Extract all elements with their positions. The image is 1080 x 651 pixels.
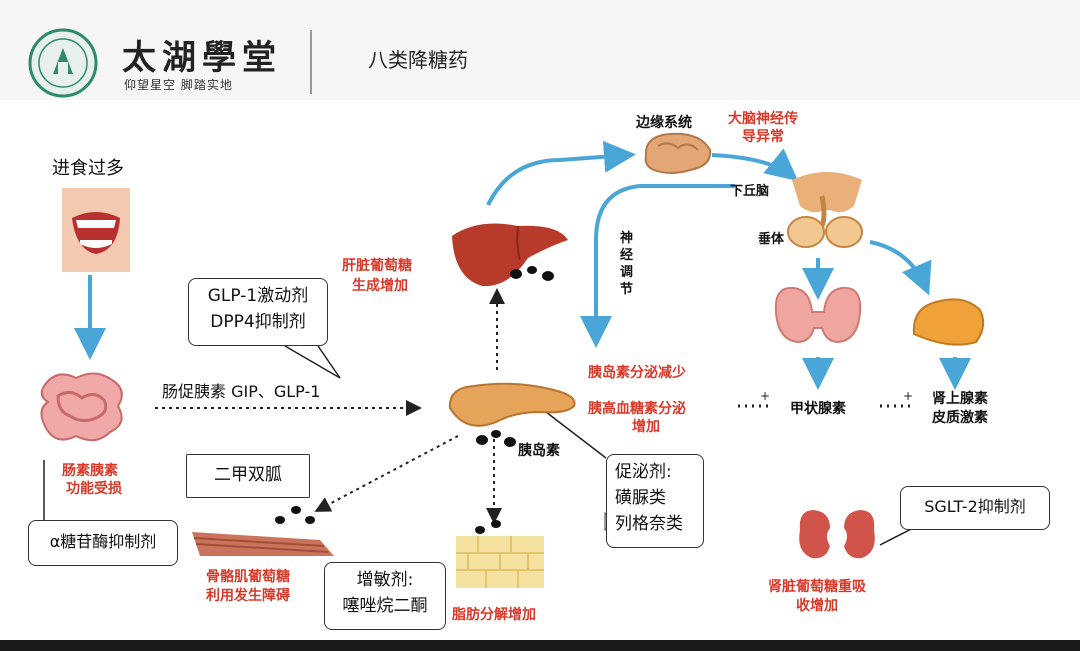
label-fat: 脂肪分解增加 xyxy=(452,607,536,623)
label-nerve-regulation: 神 经 调 节 xyxy=(620,231,634,297)
svg-text:+: + xyxy=(903,389,913,403)
label-intestine-dysfunction: 肠素胰素 功能受损 xyxy=(62,463,122,497)
label-brain-signal: 大脑神经传 导异常 xyxy=(728,111,798,145)
label-intestine-hormone: 肠促胰素 GIP、GLP-1 xyxy=(162,382,321,401)
svg-text:+: + xyxy=(760,389,770,403)
label-overeating: 进食过多 xyxy=(52,158,124,179)
pancreas-icon xyxy=(448,382,576,427)
label-glucagon-up: 胰高血糖素分泌 增加 xyxy=(588,401,686,435)
drug-box-sensitizer: 增敏剂: 噻唑烷二酮 xyxy=(324,562,446,630)
thyroid-icon xyxy=(774,286,862,344)
label-muscle: 骨骼肌葡萄糖 利用发生障碍 xyxy=(206,569,290,604)
label-thyroid-hormone: 甲状腺素 xyxy=(790,401,846,417)
label-insulin-down: 胰岛素分泌减少 xyxy=(588,365,686,381)
label-liver: 肝脏葡萄糖 生成增加 xyxy=(342,258,412,294)
glucose-dots-liver xyxy=(510,266,554,281)
glucose-dots-pancreas xyxy=(476,430,516,447)
video-bottom-bar xyxy=(0,640,1080,651)
fat-icon xyxy=(456,536,544,588)
slide-header: 太湖學堂 仰望星空 脚踏实地 八类降糖药 xyxy=(0,0,1080,100)
school-logo-icon xyxy=(28,28,98,98)
adrenal-icon xyxy=(912,298,985,346)
brain-icon xyxy=(644,132,712,174)
label-kidney: 肾脏葡萄糖重吸 收增加 xyxy=(768,579,866,614)
mouth-icon xyxy=(62,188,130,272)
label-insulin: 胰岛素 xyxy=(518,443,560,459)
kidney-icon xyxy=(799,510,875,559)
pituitary-icon xyxy=(787,172,863,248)
intestine-icon xyxy=(40,372,123,442)
drug-box-secretagogue: 促泌剂: 磺脲类 列格奈类 xyxy=(606,454,704,548)
drug-box-glp1: GLP-1激动剂 DPP4抑制剂 xyxy=(188,278,328,346)
label-adrenal-hormone: 肾上腺素 皮质激素 xyxy=(932,391,988,426)
brand-name: 太湖學堂 xyxy=(122,38,282,78)
slide-title: 八类降糖药 xyxy=(368,48,468,72)
drug-box-alpha-glucosidase: α糖苷酶抑制剂 xyxy=(28,520,178,566)
label-limbic: 边缘系统 xyxy=(636,115,692,131)
drug-box-sglt2: SGLT-2抑制剂 xyxy=(900,486,1050,530)
label-pituitary: 垂体 xyxy=(758,232,785,247)
drug-box-metformin: 二甲双胍 xyxy=(186,454,310,498)
brand-slogan: 仰望星空 脚踏实地 xyxy=(124,78,233,92)
liver-icon xyxy=(452,223,568,287)
glucose-dots-muscle xyxy=(275,506,315,524)
glucose-dots-fat xyxy=(475,520,501,534)
header-divider xyxy=(310,30,312,94)
muscle-icon xyxy=(192,532,334,556)
label-hypothalamus: 下丘脑 xyxy=(730,184,770,199)
